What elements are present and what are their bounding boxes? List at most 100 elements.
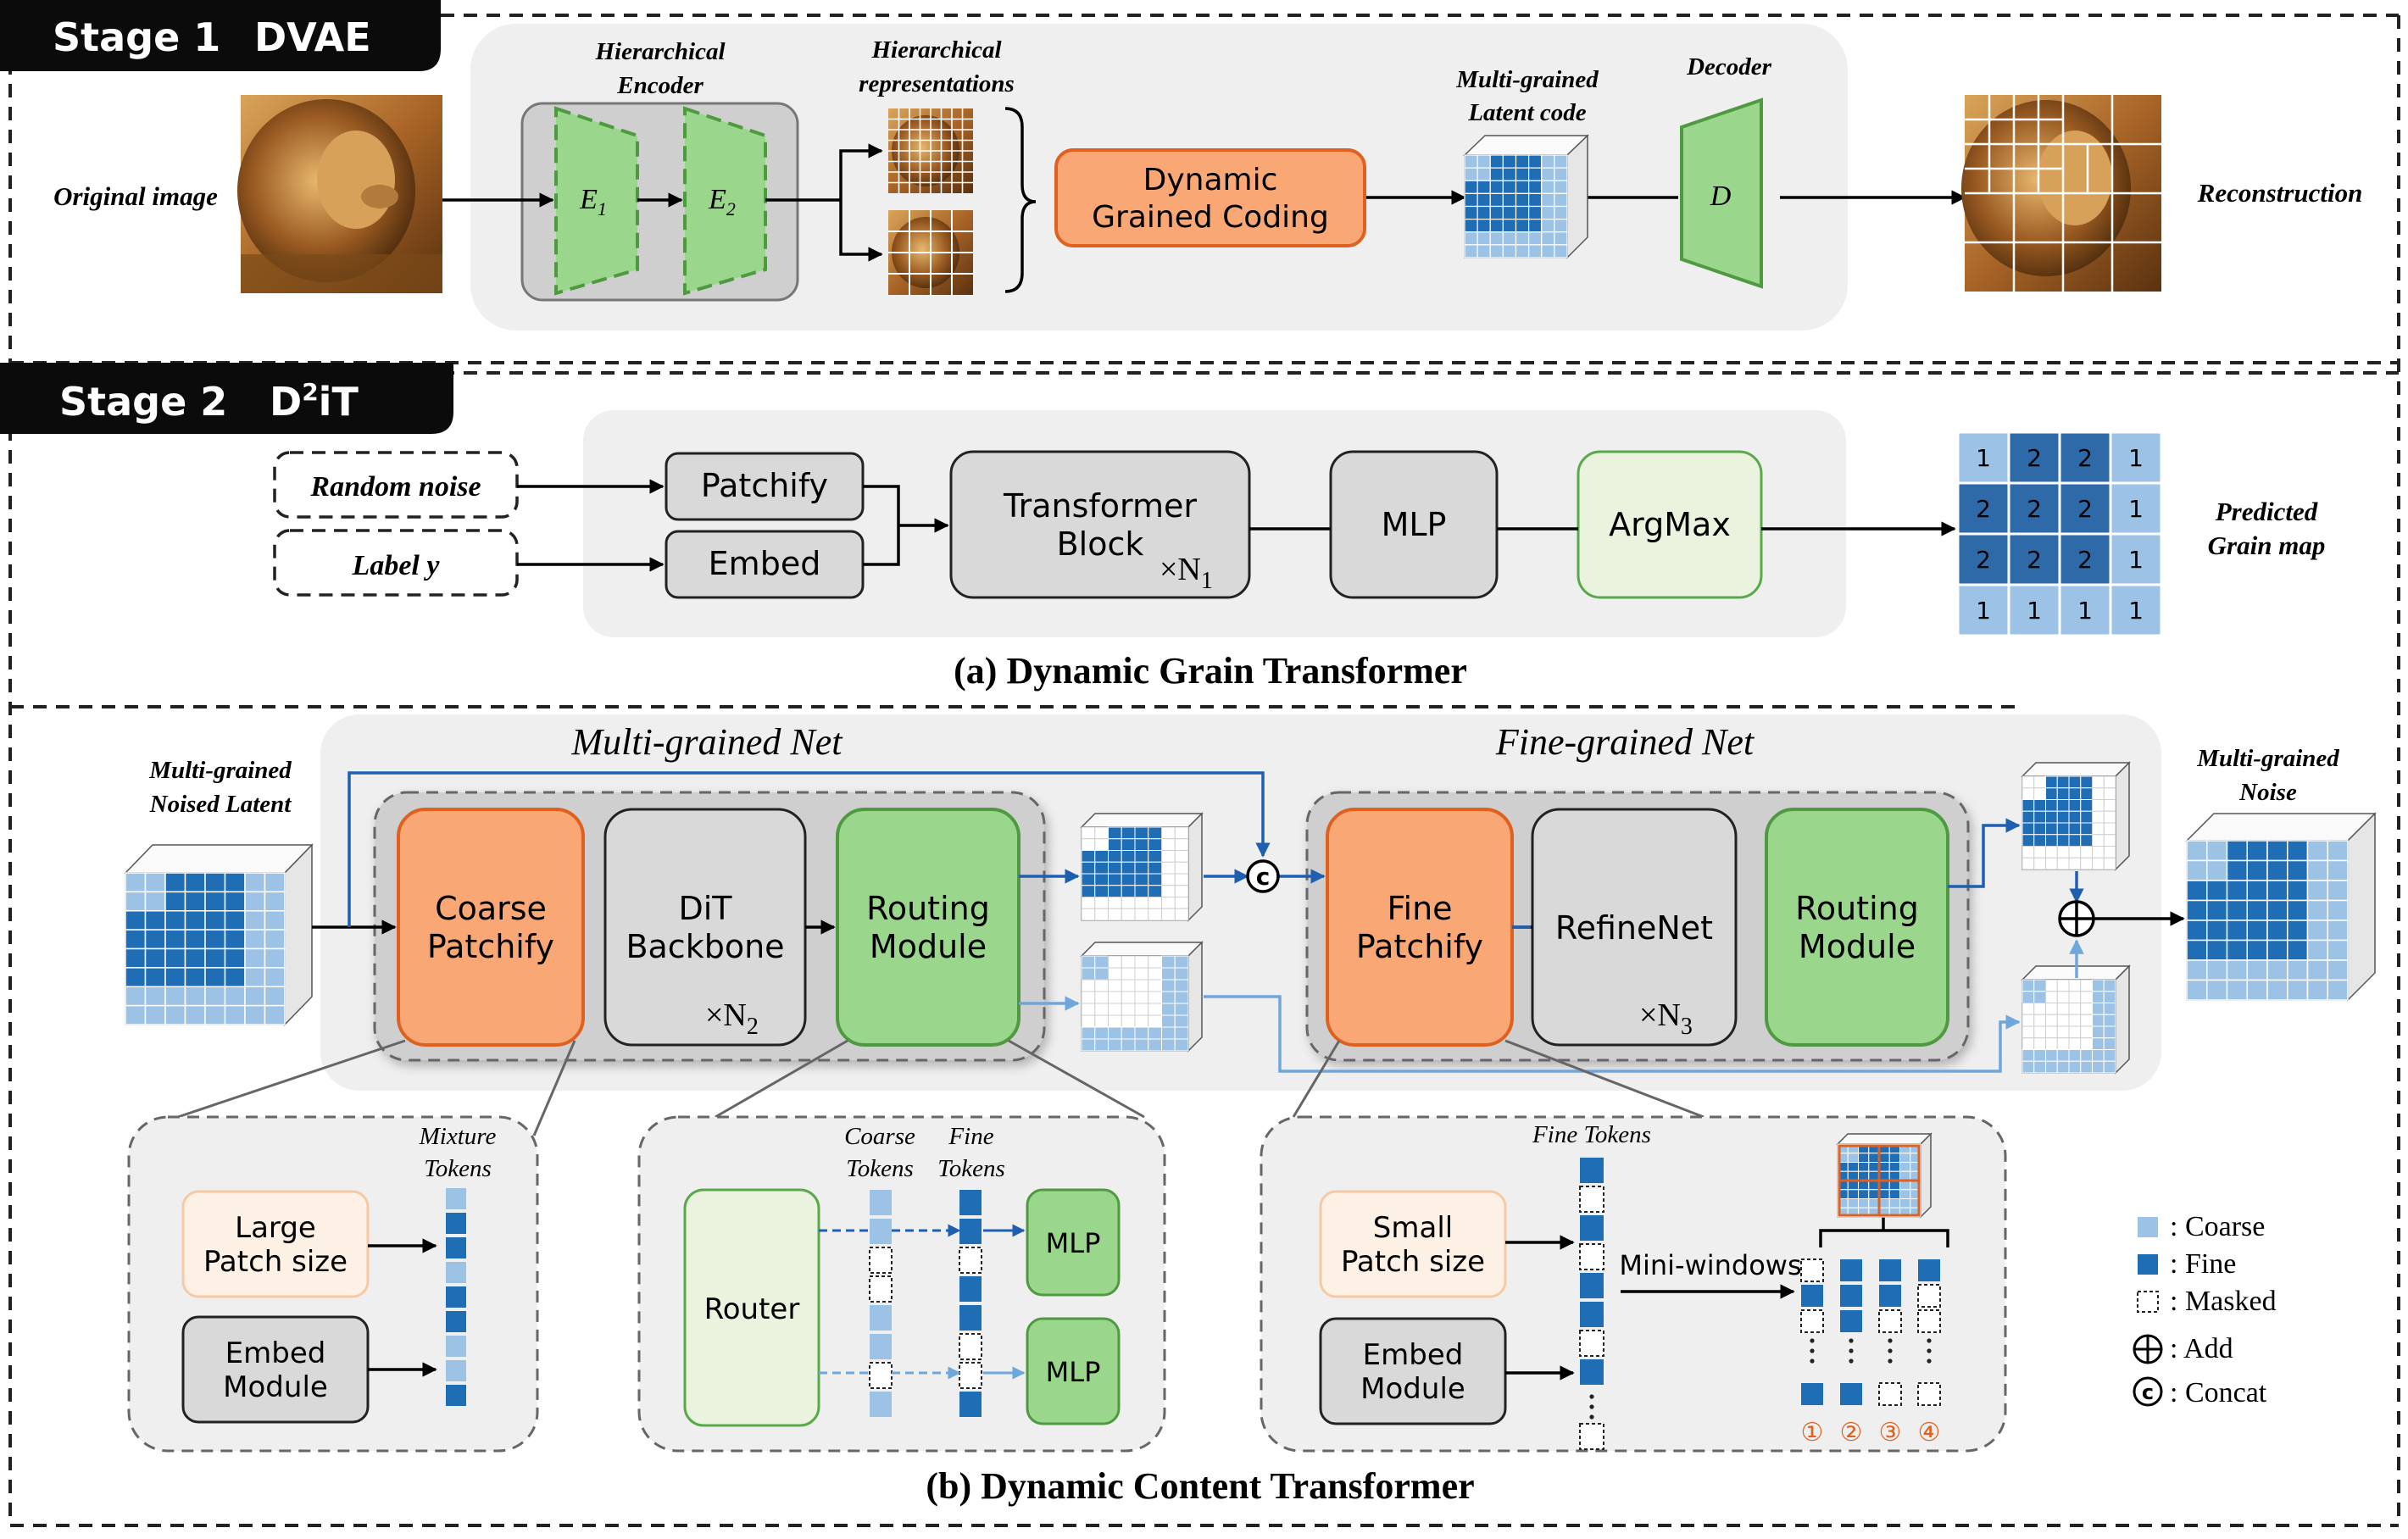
grid-cell	[2068, 846, 2082, 858]
grid-cell	[1094, 861, 1109, 875]
grid-cell	[1464, 180, 1478, 194]
grid-cell	[1161, 991, 1176, 1004]
grid-cell	[1121, 826, 1136, 840]
grid-cell	[2045, 857, 2058, 870]
grid-cell	[1134, 908, 1149, 921]
grid-cell	[2056, 799, 2070, 812]
fine-tokens-mid-2: Tokens	[937, 1155, 1005, 1182]
grid-cell	[2287, 979, 2309, 1001]
grid-cell	[125, 910, 147, 931]
grid-cell	[2103, 775, 2116, 789]
noised-latent-cells	[125, 872, 286, 1025]
token	[1917, 1382, 1941, 1406]
grid-cell	[2266, 939, 2288, 961]
grid-cell	[1899, 1170, 1911, 1181]
grid-cell	[125, 986, 147, 1007]
stage2-header: Stage 2 D2iT	[0, 363, 453, 434]
grid-cell	[1094, 885, 1109, 897]
grid-cell	[2021, 1025, 2035, 1039]
grain-map-value: 2	[1976, 546, 1991, 574]
grid-cell	[2056, 1049, 2070, 1062]
grid-cell	[184, 929, 206, 950]
fine-output-cube-a	[1080, 812, 1204, 922]
grid-cell	[1134, 897, 1149, 909]
grid-cell	[2206, 899, 2228, 921]
grid-cell	[1161, 897, 1176, 909]
token	[446, 1336, 466, 1357]
grid-cell	[2206, 840, 2228, 862]
detail1-arrows	[368, 1238, 437, 1377]
grid-cell	[1134, 873, 1149, 886]
ellipsis-dot	[1888, 1338, 1893, 1343]
grid-cell	[2092, 1014, 2105, 1027]
multi-grained-noise-cube	[2185, 812, 2377, 1002]
grid-cell	[125, 947, 147, 969]
fine-token-column	[1579, 1158, 1604, 1450]
grid-cell	[1108, 967, 1122, 981]
coarse-output-cube-b	[2021, 964, 2131, 1075]
label-y-box	[273, 529, 519, 597]
grid-cell	[2045, 787, 2058, 800]
grid-cell	[1108, 826, 1122, 840]
grid-cell	[144, 929, 166, 950]
grid-cell	[1161, 908, 1176, 921]
grid-cell	[1174, 826, 1189, 840]
legend-concat-symbol: c	[2142, 1381, 2154, 1404]
routing-module-b-box	[1765, 808, 1949, 1047]
latent-title-1: Multi-grained	[1455, 66, 1599, 93]
token	[959, 1333, 982, 1360]
noised-latent-cube	[124, 843, 314, 1026]
grid-cell	[2103, 979, 2116, 992]
token	[1579, 1423, 1604, 1450]
grid-cell	[1108, 1014, 1122, 1028]
token	[1840, 1259, 1862, 1281]
grid-cell	[2045, 810, 2058, 824]
small-patch-label-1: Small	[1373, 1211, 1453, 1245]
grain-map-value: 1	[1976, 597, 1991, 625]
grid-cell	[1174, 955, 1189, 969]
grid-cell	[1108, 955, 1122, 969]
grid-cell	[2021, 1049, 2035, 1062]
grid-cell	[125, 929, 147, 950]
large-patch-label-1: Large	[235, 1211, 316, 1245]
grid-cell	[2080, 822, 2093, 836]
grain-map-value: 1	[2077, 597, 2093, 625]
multi-grained-noise-cells	[2186, 840, 2349, 1001]
encoder-title-2: Encoder	[616, 72, 703, 99]
grid-cell	[1121, 1014, 1136, 1028]
grid-cell	[2103, 857, 2116, 870]
encoder-e2: E2	[683, 106, 767, 296]
grid-cell	[244, 891, 266, 912]
grid-cell	[1094, 1038, 1109, 1052]
legend-fine: : Fine	[2170, 1248, 2236, 1280]
grid-cell	[1476, 244, 1491, 258]
grid-cell	[144, 986, 166, 1007]
grid-cell	[2103, 799, 2116, 812]
grid-cell	[2226, 920, 2248, 942]
token	[870, 1334, 892, 1359]
grid-cell	[2287, 939, 2309, 961]
grid-cell	[1541, 154, 1555, 169]
grid-cell	[2045, 846, 2058, 858]
token	[1580, 1302, 1604, 1327]
ellipsis-dot	[1849, 1338, 1854, 1343]
grid-cell	[2092, 1060, 2105, 1074]
grid-cell	[2068, 810, 2082, 824]
grid-cell	[1134, 1038, 1149, 1052]
grid-cell	[2092, 799, 2105, 812]
grid-cell	[2056, 775, 2070, 789]
grid-cell	[2306, 859, 2328, 881]
grid-cell	[1476, 154, 1491, 169]
grid-cell	[1121, 861, 1136, 875]
ellipsis-dot	[1589, 1394, 1594, 1399]
grid-cell	[2068, 1003, 2082, 1015]
grain-map-value: 2	[2027, 495, 2042, 523]
grain-map-value: 2	[2027, 444, 2042, 472]
token	[1917, 1309, 1941, 1333]
input-title-2: Noised Latent	[149, 791, 292, 818]
grid-cell	[1081, 850, 1096, 863]
grid-cell	[2045, 1037, 2058, 1050]
grid-cell	[2092, 787, 2105, 800]
grid-cell	[184, 910, 206, 931]
grid-cell	[1081, 1014, 1096, 1028]
